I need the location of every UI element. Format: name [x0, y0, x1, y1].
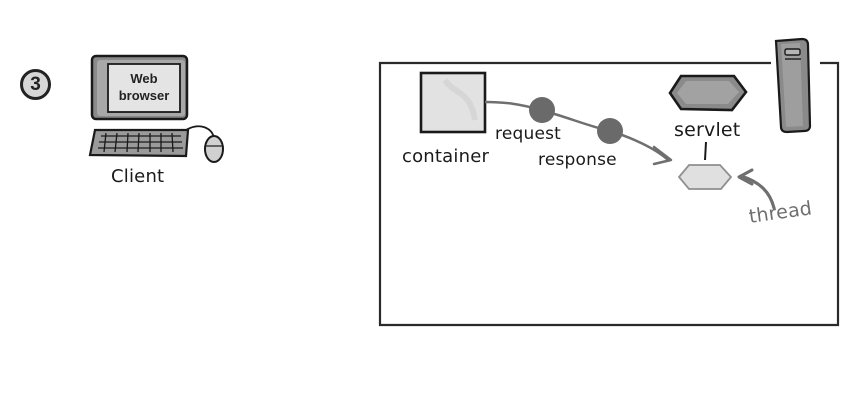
container-icon — [419, 71, 487, 134]
client-label: Client — [111, 166, 165, 187]
step-number-badge: 3 — [20, 69, 51, 100]
thread-icon — [677, 164, 733, 190]
screen-label-line1: Web — [130, 71, 158, 86]
client-computer-icon — [88, 54, 224, 163]
screen-label-line2: browser — [118, 88, 170, 103]
servlet-icon — [668, 74, 748, 112]
servlet-thread-connector — [704, 141, 707, 161]
thread-arrow-icon — [737, 168, 776, 210]
request-path — [484, 100, 673, 166]
web-browser-screen: Web browser — [108, 70, 180, 104]
request-object-icon — [529, 97, 555, 123]
response-object-icon — [597, 118, 623, 144]
response-label: response — [538, 150, 617, 170]
request-label: request — [495, 124, 562, 144]
server-box — [378, 61, 840, 327]
container-label: container — [402, 146, 490, 167]
servlet-label: servlet — [674, 119, 741, 141]
server-tower-icon — [774, 37, 812, 134]
